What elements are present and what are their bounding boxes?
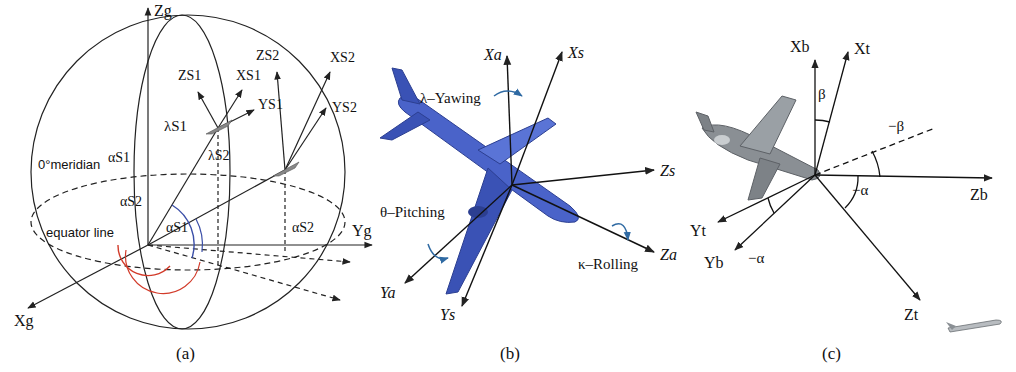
- alpha-arc: [126, 250, 200, 293]
- axis-label: equator line: [46, 226, 114, 240]
- axis-label: 0°meridian: [38, 158, 100, 172]
- axis-label: XS2: [330, 50, 355, 65]
- za-axis: [512, 185, 654, 252]
- equator-ellipse: [31, 174, 345, 270]
- axis-label: Xt: [854, 40, 870, 58]
- yaw-rotation-arrow: [494, 91, 522, 96]
- zg-axis: [147, 8, 148, 245]
- ys2-axis: [285, 108, 326, 170]
- xg-axis: [28, 245, 148, 308]
- axis-label: Zs: [660, 162, 675, 180]
- axis-label: YS2: [332, 100, 357, 115]
- axis-label: Zt: [904, 306, 918, 324]
- xa-axis: [507, 56, 512, 185]
- axis-label: Za: [660, 246, 677, 264]
- roll-rotation-arrow: [612, 224, 628, 240]
- zt-axis: [815, 175, 920, 300]
- axis-label: λS2: [208, 148, 230, 163]
- yt-axis: [718, 175, 815, 222]
- zs2-axis: [277, 72, 285, 170]
- axis-label: −β: [888, 118, 904, 135]
- projection-line: [815, 128, 935, 175]
- axis-label: κ–Rolling: [578, 256, 638, 273]
- aircraft-icon: [206, 120, 232, 134]
- lambda-arc: [196, 219, 202, 252]
- xs-axis: [512, 52, 562, 185]
- axis-label: αS2: [292, 220, 314, 235]
- axis-label: Ya: [380, 284, 395, 302]
- wing: [478, 118, 556, 164]
- axis-label: Xb: [790, 38, 810, 56]
- axis-label: Zb: [970, 186, 988, 204]
- xt-axis: [815, 52, 848, 175]
- radius-line-s2: [148, 170, 285, 245]
- xs2-axis: [285, 72, 330, 170]
- drone-pod: [714, 135, 730, 145]
- axis-label: ZS1: [178, 68, 201, 83]
- axis-label: Xg: [14, 312, 34, 330]
- axis-label: XS1: [236, 68, 261, 83]
- tail-plane: [380, 112, 430, 140]
- zb-axis: [815, 175, 992, 178]
- alpha-arc: [768, 198, 774, 213]
- axis-label: Yg: [352, 222, 372, 240]
- axis-label: Zg: [154, 2, 172, 20]
- axis-label: αS1: [108, 150, 130, 165]
- panel-caption: (b): [500, 345, 520, 364]
- panel-caption: (a): [176, 345, 195, 364]
- axis-label: αS1: [166, 220, 188, 235]
- axis-label: −α: [852, 182, 868, 199]
- yb-axis: [735, 175, 815, 250]
- drone-illustration: [696, 96, 820, 200]
- tail-fin: [392, 68, 420, 104]
- missile-fin: [946, 322, 956, 330]
- axis-label: Ys: [440, 306, 455, 324]
- axis-label: λS1: [164, 118, 187, 135]
- axis-label: αS2: [120, 194, 142, 209]
- ground-projection-arrow: [148, 245, 350, 262]
- axis-label: ZS2: [256, 48, 279, 63]
- drone-tail: [696, 112, 714, 132]
- yg-axis: [148, 244, 372, 245]
- axis-label: Xs: [568, 44, 584, 62]
- panel-caption: (c): [822, 345, 841, 364]
- xb-axis: [814, 60, 815, 175]
- zs-axis: [512, 170, 654, 185]
- axis-label: YS1: [258, 97, 283, 112]
- drone-wing: [740, 96, 796, 154]
- missile-illustration: [946, 320, 1001, 332]
- ya-axis: [405, 185, 512, 283]
- pitch-rotation-arrow: [428, 244, 448, 259]
- beta-arc: [872, 151, 880, 177]
- axis-label: λ–Yawing: [420, 90, 481, 107]
- axis-label: −α: [748, 250, 764, 267]
- axis-label: Xa: [484, 46, 502, 64]
- axis-label: Yb: [704, 254, 724, 272]
- projection-line: [284, 170, 285, 252]
- axis-label: θ–Pitching: [380, 204, 445, 221]
- ys-axis: [462, 185, 512, 306]
- radius-line-s1: [148, 128, 218, 245]
- zs1-axis: [198, 92, 218, 128]
- axis-label: Yt: [690, 222, 706, 240]
- beta-arc: [815, 120, 830, 122]
- aircraft-icon: [273, 162, 299, 176]
- wing: [446, 168, 512, 294]
- ground-projection-arrow: [148, 245, 340, 300]
- axis-label: β: [818, 86, 826, 103]
